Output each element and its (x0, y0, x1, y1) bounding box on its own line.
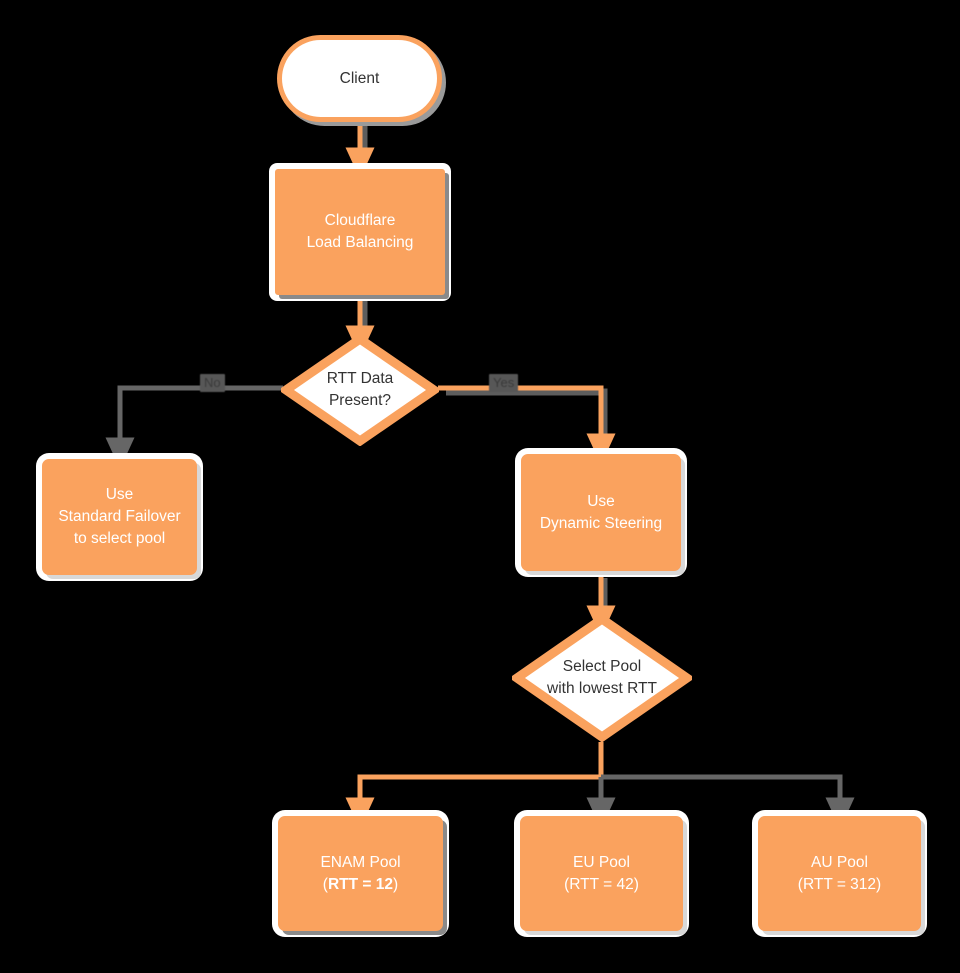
node-dynamic-steering-line2: Dynamic Steering (539, 514, 663, 532)
node-standard-failover-line3: to select pool (73, 530, 166, 547)
node-select-pool-line2: with lowest RTT (547, 680, 657, 697)
node-enam-pool-label: ENAM Pool (RTT = 12) (320, 852, 400, 896)
node-enam-rtt-open: ( (322, 875, 328, 893)
node-enam-rtt-value: RTT = 12 (327, 875, 394, 893)
node-rtt-line2: Present? (328, 392, 392, 409)
node-eu-rtt-value: RTT = 42 (569, 875, 634, 893)
diamond-shape-select-pool (512, 614, 692, 742)
node-rtt-line1: RTT Data (326, 370, 394, 388)
edge-label-yes-steering: Yes (489, 374, 519, 392)
node-au-rtt-close: ) (876, 875, 882, 893)
node-eu-pool-line1: EU Pool (573, 853, 630, 871)
node-enam-pool-rtt: (RTT = 12) (320, 874, 400, 896)
node-dynamic-steering-line1: Use (587, 492, 615, 510)
node-standard-failover-line1: Use (105, 486, 134, 503)
node-client-label: Client (339, 69, 380, 87)
node-standard-failover-line2: Standard Failover (58, 508, 181, 525)
node-rtt-label: RTT Data Present? (327, 368, 394, 411)
node-eu-pool[interactable]: EU Pool (RTT = 42) (520, 816, 683, 931)
node-select-pool-label: Select Pool with lowest RTT (547, 656, 657, 699)
node-rtt-data-present-decision[interactable]: RTT Data Present? (281, 334, 439, 446)
node-standard-failover[interactable]: Use Standard Failover to select pool (42, 459, 197, 575)
node-cloudflare-load-balancing[interactable]: Cloudflare Load Balancing (275, 169, 445, 295)
node-dynamic-steering[interactable]: Use Dynamic Steering (521, 454, 681, 571)
node-select-pool-line1: Select Pool (562, 658, 642, 676)
node-eu-pool-rtt: (RTT = 42) (564, 874, 639, 896)
edge-select-to-au (601, 774, 855, 829)
node-au-pool-line1: AU Pool (811, 853, 868, 871)
node-au-rtt-open: ( (797, 875, 803, 893)
node-au-pool[interactable]: AU Pool (RTT = 312) (758, 816, 921, 931)
node-au-pool-rtt: (RTT = 312) (798, 874, 881, 896)
node-enam-pool[interactable]: ENAM Pool (RTT = 12) (278, 816, 443, 931)
node-au-pool-label: AU Pool (RTT = 312) (798, 852, 881, 896)
node-cloudflare-label: Cloudflare Load Balancing (307, 210, 414, 254)
node-cloudflare-line1: Cloudflare (324, 212, 396, 229)
node-dynamic-steering-label: Use Dynamic Steering (540, 491, 662, 535)
diamond-shape-rtt (281, 334, 439, 446)
edge-label-no-failover: No (200, 374, 225, 392)
node-eu-rtt-open: ( (564, 875, 570, 893)
node-au-rtt-value: RTT = 312 (802, 875, 877, 893)
edge-decision-to-failover (105, 385, 283, 469)
node-eu-pool-label: EU Pool (RTT = 42) (564, 852, 639, 896)
edge-select-to-enam (345, 742, 604, 829)
node-enam-rtt-close: ) (393, 875, 399, 893)
node-enam-pool-line1: ENAM Pool (320, 853, 401, 871)
node-standard-failover-label: Use Standard Failover to select pool (58, 484, 180, 550)
node-client[interactable]: Client (277, 35, 442, 122)
edge-decision-to-steering (438, 385, 616, 465)
node-select-pool-decision[interactable]: Select Pool with lowest RTT (512, 614, 692, 742)
node-eu-rtt-close: ) (633, 875, 639, 893)
node-cloudflare-line2: Load Balancing (306, 234, 414, 251)
